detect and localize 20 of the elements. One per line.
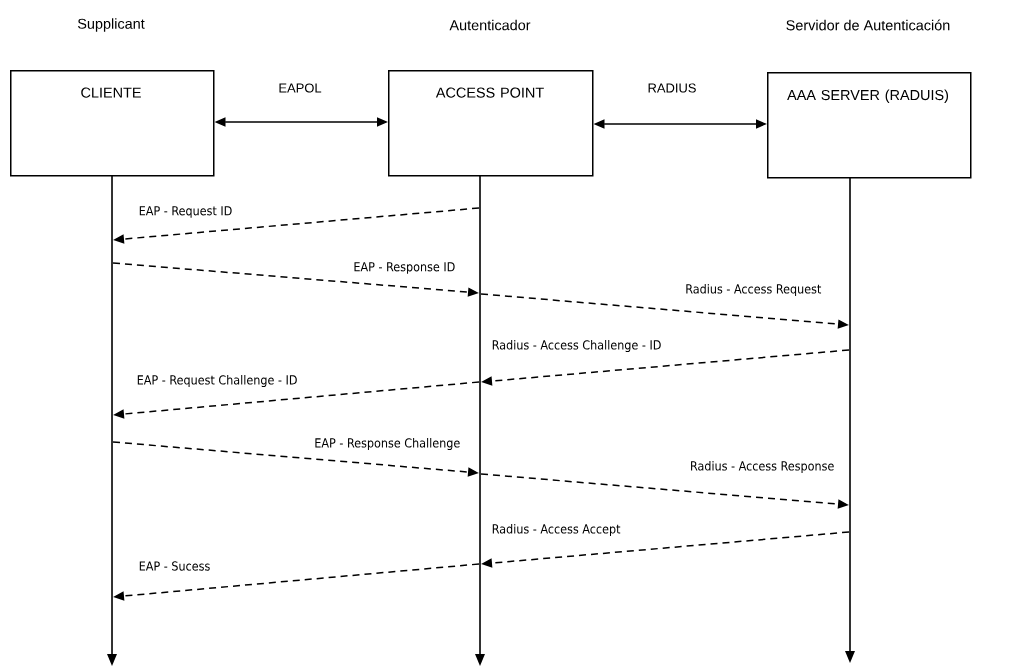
- edge-label: EAP - Request ID: [137, 204, 234, 220]
- lane-title: Supplicant: [77, 18, 145, 32]
- lifeline: [845, 177, 855, 663]
- edge-label: EAP - Request Challenge - ID: [135, 373, 299, 389]
- lifeline: [107, 175, 117, 666]
- edge-label: EAP - Sucess: [137, 559, 212, 573]
- edge-label: Radius - Access Challenge - ID: [490, 338, 663, 354]
- edge-label: Radius - Access Accept: [490, 522, 622, 538]
- lane-title: Autenticador: [449, 19, 531, 31]
- edge-label: RADIUS: [646, 81, 698, 95]
- edge-label: EAP - Response Challenge: [312, 436, 462, 452]
- edge-label: Radius - Access Response: [688, 459, 836, 475]
- edge-label: Radius - Access Request: [683, 282, 823, 298]
- process-box: ACCESS POINT: [388, 70, 594, 177]
- edge-label: EAP - Response ID: [351, 260, 457, 276]
- process-box: CLIENTE: [10, 70, 215, 177]
- lifeline: [475, 175, 485, 666]
- process-box: AAA SERVER (RADUIS): [767, 72, 972, 179]
- lane-title: Servidor de Autenticación: [786, 19, 950, 31]
- edge-label: EAPOL: [276, 81, 324, 95]
